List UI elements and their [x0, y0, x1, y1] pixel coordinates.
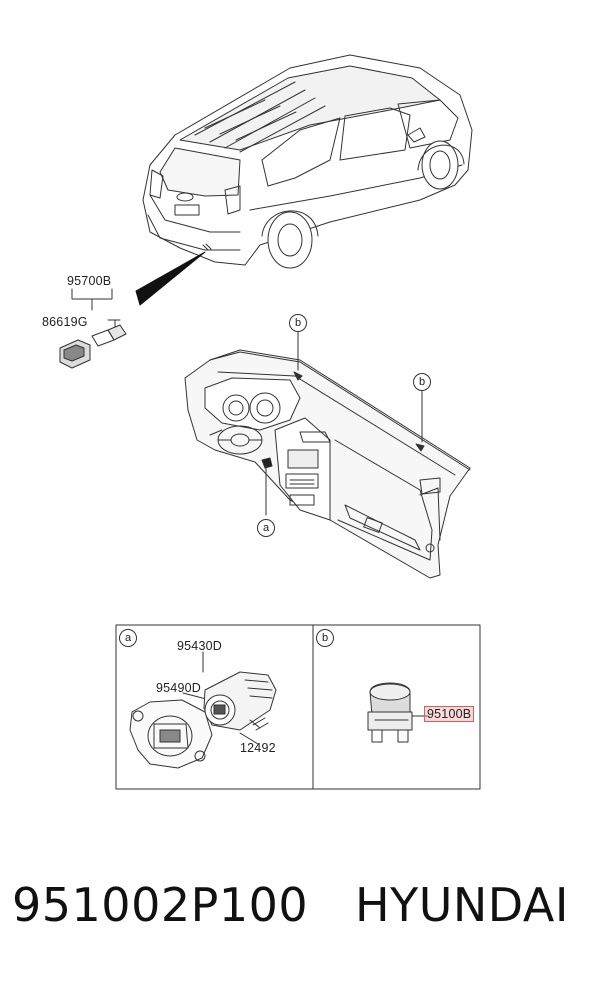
part-number: 951002P100	[12, 878, 309, 932]
ref-marker-a: a	[257, 519, 275, 537]
detail-label-b: b	[316, 629, 334, 647]
callout-95700B: 95700B	[67, 274, 112, 288]
ref-marker-b-top: b	[289, 314, 307, 332]
detail-label-a: a	[119, 629, 137, 647]
instrument-panel-illustration	[184, 330, 471, 579]
detail-frame	[115, 624, 481, 790]
sensor-assembly-illustration	[59, 288, 127, 369]
ignition-switch-illustration	[129, 651, 277, 769]
switch-illustration	[367, 682, 429, 743]
location-pointer	[135, 251, 206, 306]
callout-95100B-highlighted: 95100B	[424, 706, 475, 722]
vehicle-illustration	[142, 54, 473, 269]
callout-12492: 12492	[240, 741, 276, 755]
brand-name: HYUNDAI	[355, 878, 569, 932]
ref-marker-b-right: b	[413, 373, 431, 391]
callout-86619G: 86619G	[42, 315, 88, 329]
callout-95490D: 95490D	[156, 681, 201, 695]
callout-95430D: 95430D	[177, 639, 222, 653]
